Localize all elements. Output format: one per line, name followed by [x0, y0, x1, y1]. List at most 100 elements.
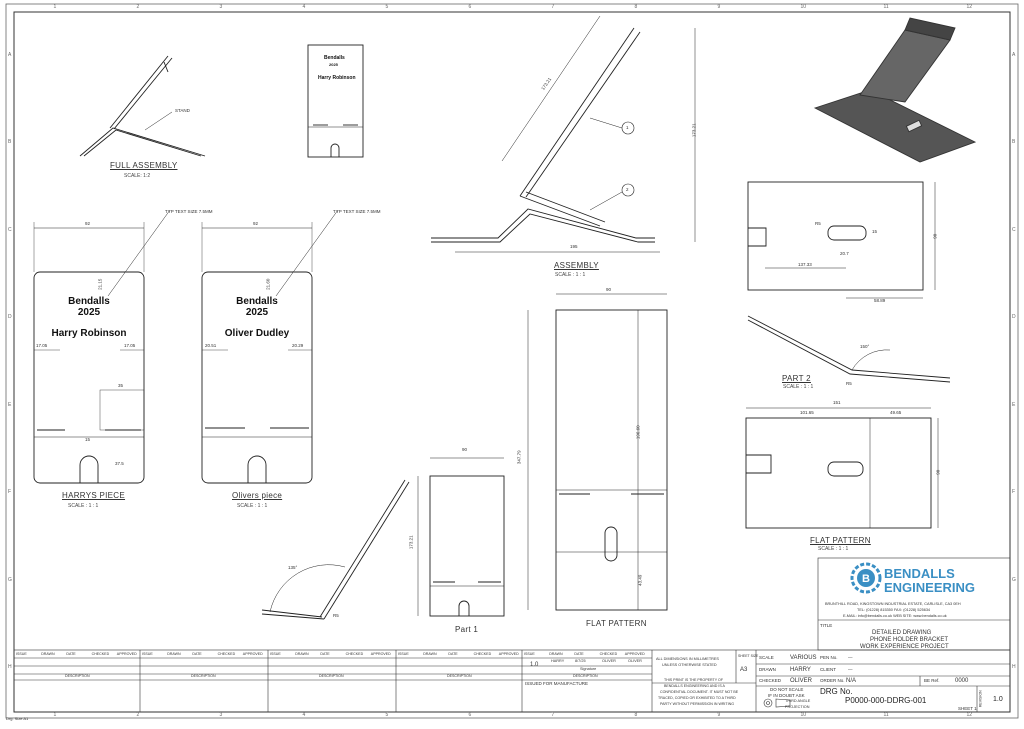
- be-ref-value: 0000: [955, 678, 969, 684]
- rev-header-issue-2: ISSUE: [270, 652, 281, 656]
- grid-col-3-bottom: 3: [219, 712, 223, 718]
- grid-row-D-right: D: [1012, 314, 1016, 321]
- harrys-15-dim: 15: [85, 437, 91, 442]
- issue-value: 1.0: [530, 662, 539, 668]
- flat-pattern-2-dim-h: 90: [935, 469, 941, 475]
- rev-header-approved-4: APPROVED: [624, 652, 645, 656]
- rev-description-0: DESCRIPTION: [65, 674, 90, 678]
- part1-angle: 135°: [288, 565, 298, 570]
- be-ref-label: BE Ref.: [924, 678, 940, 683]
- row-drawn: HARRY: [551, 659, 565, 663]
- rev-description-1: DESCRIPTION: [191, 674, 216, 678]
- part2-top-view: [747, 181, 936, 299]
- grid-col-7-top: 7: [551, 4, 555, 10]
- rev-header-checked-3: CHECKED: [473, 652, 492, 656]
- rev-description-2: DESCRIPTION: [319, 674, 344, 678]
- grid-col-8-top: 8: [634, 4, 638, 10]
- grid-col-4-top: 4: [302, 4, 306, 10]
- grid-row-E-left: E: [8, 401, 12, 408]
- rev-header-drawn-3: DRAWN: [423, 652, 437, 656]
- rev-header-date-0: DATE: [66, 652, 76, 656]
- checked-label: CHECKED: [759, 678, 782, 683]
- rev-header-drawn-4: DRAWN: [549, 652, 563, 656]
- grid-col-8-bottom: 8: [634, 712, 638, 718]
- projection-2: PROJECTION: [785, 705, 810, 709]
- grid-col-7-bottom: 7: [551, 712, 555, 718]
- rev-header-approved-0: APPROVED: [116, 652, 137, 656]
- outer-border: [5, 3, 1019, 719]
- dims-note-2: UNLESS OTHERWISE STATED: [662, 663, 717, 667]
- pen-label: PEN No.: [820, 655, 838, 660]
- harrys-text-size-note: TYP TEXT SIZE 7.5MM: [165, 209, 213, 214]
- harrys-left-dim: 17.05: [36, 343, 48, 348]
- front-preview-view: [307, 44, 364, 158]
- grid-row-B-right: B: [1012, 139, 1016, 146]
- grid-col-11-top: 11: [883, 4, 889, 10]
- harrys-engrave-3: Harry Robinson: [51, 328, 127, 339]
- company-address-2: TEL: (01228) 815350 FAX: (01228) 525634: [857, 608, 931, 612]
- company-name: BENDALLS ENGINEERING: [884, 566, 976, 595]
- part2-angle: 150°: [860, 344, 870, 349]
- flat-pattern-1-view: [527, 293, 668, 611]
- no-scale-note: DO NOT SCALE: [770, 687, 804, 692]
- part2-title: PART 2: [782, 374, 811, 383]
- projection-1: THIRD ANGLE: [785, 699, 811, 703]
- rev-header-approved-3: APPROVED: [498, 652, 519, 656]
- part1-width-dim: 90: [462, 447, 468, 452]
- assembly-balloon-2: 2: [626, 187, 629, 192]
- rev-header-date-3: DATE: [448, 652, 458, 656]
- assembly-width-dim: 195: [570, 244, 578, 249]
- part2-radius-dim: R5: [815, 221, 821, 226]
- grid-col-10-top: 10: [800, 4, 807, 10]
- olivers-piece-view: [201, 209, 339, 484]
- olivers-left-dim: 20.51: [205, 343, 217, 348]
- third-angle-symbol: [763, 698, 791, 708]
- grid-col-6-top: 6: [468, 4, 472, 10]
- rev-header-approved-2: APPROVED: [370, 652, 391, 656]
- part1-view: [261, 457, 505, 620]
- full-assembly-title: FULL ASSEMBLY: [110, 161, 178, 170]
- property-note-5: PARTY WITHOUT PERMISSION IN WRITING: [660, 702, 735, 706]
- stand-callout: STAND: [175, 108, 190, 113]
- harrys-engrave-1: Bendalls: [68, 296, 110, 307]
- order-label: ORDER No.: [820, 678, 845, 683]
- preview-engrave-3: Harry Robinson: [318, 75, 356, 81]
- harrys-piece-view: [33, 209, 171, 484]
- isometric-render: [813, 17, 977, 163]
- grid-col-3-top: 3: [219, 4, 223, 10]
- flat-pattern-2-total-dim: 151: [833, 400, 841, 405]
- rev-header-date-1: DATE: [192, 652, 202, 656]
- sheet-size-label: SHEET SIZE: [738, 654, 759, 658]
- olivers-piece-title: Olivers piece: [232, 491, 283, 500]
- rev-header-date-2: DATE: [320, 652, 330, 656]
- rev-header-issue-0: ISSUE: [16, 652, 27, 656]
- scale-label: SCALE: [759, 655, 774, 660]
- olivers-engrave-3: Oliver Dudley: [224, 328, 290, 339]
- rev-description-4: DESCRIPTION: [573, 674, 598, 678]
- olivers-text-size-note: TYP TEXT SIZE 7.5MM: [333, 209, 381, 214]
- grid-row-G-left: G: [8, 576, 12, 583]
- grid-col-4-bottom: 4: [302, 712, 306, 718]
- rev-header-checked-2: CHECKED: [345, 652, 364, 656]
- svg-text:B: B: [862, 573, 870, 585]
- flat-pattern-1-mid-dim: 196.60: [635, 425, 641, 440]
- rev-header-drawn-2: DRAWN: [295, 652, 309, 656]
- flat-pattern-2-dim-a: 101.65: [800, 410, 814, 415]
- rev-header-drawn-0: DRAWN: [41, 652, 55, 656]
- company-address-3: E-MAIL: info@bendalls.co.uk WEB SITE: ww…: [843, 614, 947, 618]
- drawing-title-3: WORK EXPERIENCE PROJECT: [860, 644, 949, 650]
- rev-header-drawn-1: DRAWN: [167, 652, 181, 656]
- preview-engrave-2: 2025: [329, 62, 338, 67]
- part2-dim-a: 20.7: [840, 251, 849, 256]
- grid-row-A-left: A: [8, 51, 12, 58]
- grid-row-H-right: H: [1012, 664, 1016, 671]
- grid-row-F-left: F: [8, 489, 12, 496]
- scale-value: VARIOUS: [790, 655, 817, 661]
- grid-row-E-right: E: [1012, 401, 1016, 408]
- sheet-size-value: A3: [740, 667, 748, 673]
- ask-note: IF IN DOUBT ASK: [768, 693, 805, 698]
- part2-side-radius: R5: [846, 381, 852, 386]
- assembly-view: [431, 15, 696, 253]
- assembly-scale: SCALE : 1 : 1: [555, 272, 586, 278]
